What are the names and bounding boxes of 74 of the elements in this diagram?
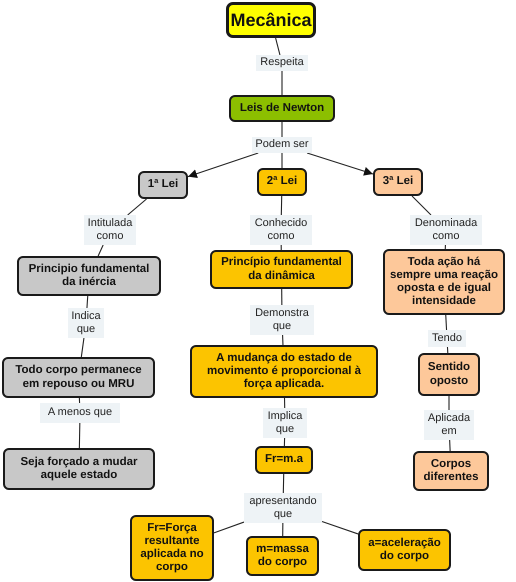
connector-line bbox=[284, 438, 286, 446]
linking-phrase: Tendo bbox=[428, 330, 466, 347]
concept-box bbox=[383, 249, 505, 315]
concept-label: Fr=Força resultante aplicada no corpo bbox=[139, 522, 205, 574]
connector-line bbox=[412, 196, 432, 216]
connector-line bbox=[78, 423, 80, 448]
concept-label: 3ª Lei bbox=[382, 175, 414, 189]
concept-label: Todo corpo permanece em repouso ou MRU bbox=[14, 364, 143, 391]
connector-line bbox=[282, 334, 284, 346]
connector-line bbox=[78, 398, 80, 404]
connector-line bbox=[280, 196, 282, 216]
concept-label: 1ª Lei bbox=[148, 178, 178, 192]
concept-box bbox=[413, 451, 489, 491]
linking-phrase: A menos que bbox=[40, 403, 120, 423]
concept-label: Seja forçado a mudar aquele estado bbox=[20, 456, 138, 482]
linking-phrase: Conhecido como bbox=[250, 215, 312, 245]
concept-label: a=aceleração do corpo bbox=[367, 536, 442, 564]
title-concept-box bbox=[226, 2, 316, 38]
linking-phrase: Intitulada como bbox=[84, 215, 136, 245]
concept-label: Corpos diferentes bbox=[422, 458, 480, 484]
concept-box bbox=[246, 536, 319, 576]
connector-line bbox=[275, 38, 280, 56]
concept-label: m=massa do corpo bbox=[255, 542, 310, 570]
concept-box bbox=[130, 515, 214, 581]
concept-label: 2ª Lei bbox=[266, 175, 298, 189]
connector-line bbox=[127, 198, 147, 216]
concept-label: Sentido oposto bbox=[426, 361, 472, 388]
concept-box bbox=[17, 256, 161, 296]
concept-box bbox=[418, 353, 480, 396]
concept-label: Toda ação há sempre uma reação oposta e de igual intensidade bbox=[388, 256, 500, 308]
connector-line bbox=[282, 474, 284, 494]
concept-box bbox=[2, 357, 155, 398]
concept-box bbox=[210, 250, 353, 289]
linking-phrase: Demonstra que bbox=[250, 305, 314, 335]
connector-line bbox=[280, 245, 282, 250]
concept-box bbox=[373, 168, 423, 196]
concept-label: Principio fundamental da inércia bbox=[28, 262, 150, 290]
connector-line bbox=[444, 244, 446, 250]
connector-line bbox=[448, 396, 450, 410]
connector-line bbox=[446, 346, 448, 354]
concept-box bbox=[257, 168, 307, 196]
linking-phrase: Respeita bbox=[256, 55, 308, 71]
linking-phrase: Implica que bbox=[263, 408, 307, 438]
arrow bbox=[188, 152, 258, 178]
connector-line bbox=[281, 153, 283, 168]
connector-line bbox=[86, 296, 88, 308]
arrow bbox=[306, 152, 374, 176]
concept-label: Leis de Newton bbox=[240, 102, 324, 116]
concept-box bbox=[255, 446, 313, 474]
connector-line bbox=[80, 338, 84, 358]
concept-label: Mecânica bbox=[230, 10, 312, 30]
connector-line bbox=[214, 522, 244, 534]
connector-line bbox=[322, 520, 358, 534]
concept-box bbox=[138, 171, 188, 199]
concept-box bbox=[190, 345, 378, 398]
connector-line bbox=[281, 289, 282, 305]
connector-line bbox=[282, 523, 284, 536]
connector-line bbox=[445, 314, 448, 330]
connector-line bbox=[281, 71, 283, 95]
linking-phrase: Aplicada em bbox=[424, 410, 474, 440]
concept-box bbox=[358, 529, 451, 571]
connector-line bbox=[281, 122, 283, 137]
concept-box bbox=[229, 95, 335, 122]
concept-label: A mudança do estado de movimento é proporcional à força aplicada. bbox=[206, 352, 362, 392]
concept-label: Princípio fundamental da dinâmica bbox=[220, 256, 343, 283]
connector-line bbox=[284, 398, 286, 408]
linking-phrase: Podem ser bbox=[252, 137, 312, 153]
connector-line bbox=[98, 244, 104, 256]
concept-box bbox=[3, 448, 155, 490]
linking-phrase: Indica que bbox=[68, 308, 104, 338]
concept-label: Fr=m.a bbox=[264, 453, 304, 467]
linking-phrase: apresentando que bbox=[244, 493, 322, 523]
connector-line bbox=[449, 440, 451, 452]
linking-phrase: Denominada como bbox=[410, 215, 482, 245]
